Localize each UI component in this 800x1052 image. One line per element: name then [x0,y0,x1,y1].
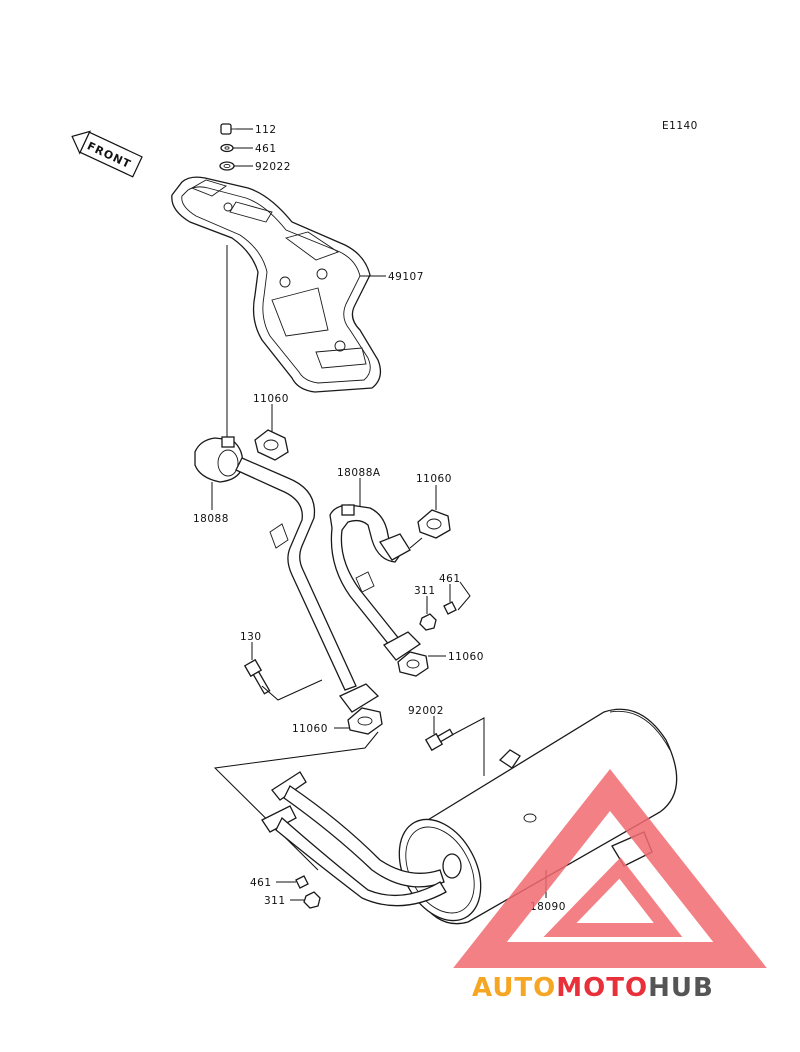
bolt-92002-icon [424,728,454,752]
gasket-11060-c [397,651,429,677]
brand-part-moto: MOTO [556,973,648,1003]
part-311-low-label: 311 [264,895,286,907]
part-11060-d-label: 11060 [292,723,328,735]
washer-461-low-icon [295,875,309,889]
part-92022-label: 92022 [255,161,291,173]
washer-92022-icon [219,161,235,171]
part-11060-a-label: 11060 [253,393,289,405]
part-461-top-label: 461 [255,143,277,155]
muffler-18090 [261,708,678,925]
washer-461-mid-icon [443,601,457,615]
part-92002-label: 92002 [408,705,444,717]
washer-461-icon [220,143,234,153]
brand-part-hub: HUB [648,973,714,1003]
nut-311-low-icon [303,891,321,909]
brand-part-auto: AUTO [472,973,556,1003]
part-18090-label: 18090 [530,901,566,913]
diagram-code: E1140 [662,120,698,132]
part-461-low-label: 461 [250,877,272,889]
part-49107-label: 49107 [388,271,424,283]
gasket-11060-b [417,509,451,539]
nut-311-mid-icon [419,613,437,631]
front-arrow-icon: FRONT [71,130,143,178]
part-461-mid-label: 461 [439,573,461,585]
part-112-label: 112 [255,124,277,136]
part-130-label: 130 [240,631,262,643]
bolt-112-icon [220,123,236,135]
bolt-130-icon [243,658,271,695]
watermark-brand: AUTOMOTOHUB [472,973,714,1003]
heat-shield-49107 [171,176,382,393]
part-18088-label: 18088 [193,513,229,525]
exhaust-pipe-18088 [194,436,380,713]
part-11060-b-label: 11060 [416,473,452,485]
watermark-logo-icon [453,768,767,968]
exhaust-pipe-18088a [329,504,422,661]
part-311-mid-label: 311 [414,585,436,597]
gasket-11060-a [254,429,289,461]
part-11060-c-label: 11060 [448,651,484,663]
part-18088a-label: 18088A [337,467,381,479]
gasket-11060-d [347,707,383,735]
